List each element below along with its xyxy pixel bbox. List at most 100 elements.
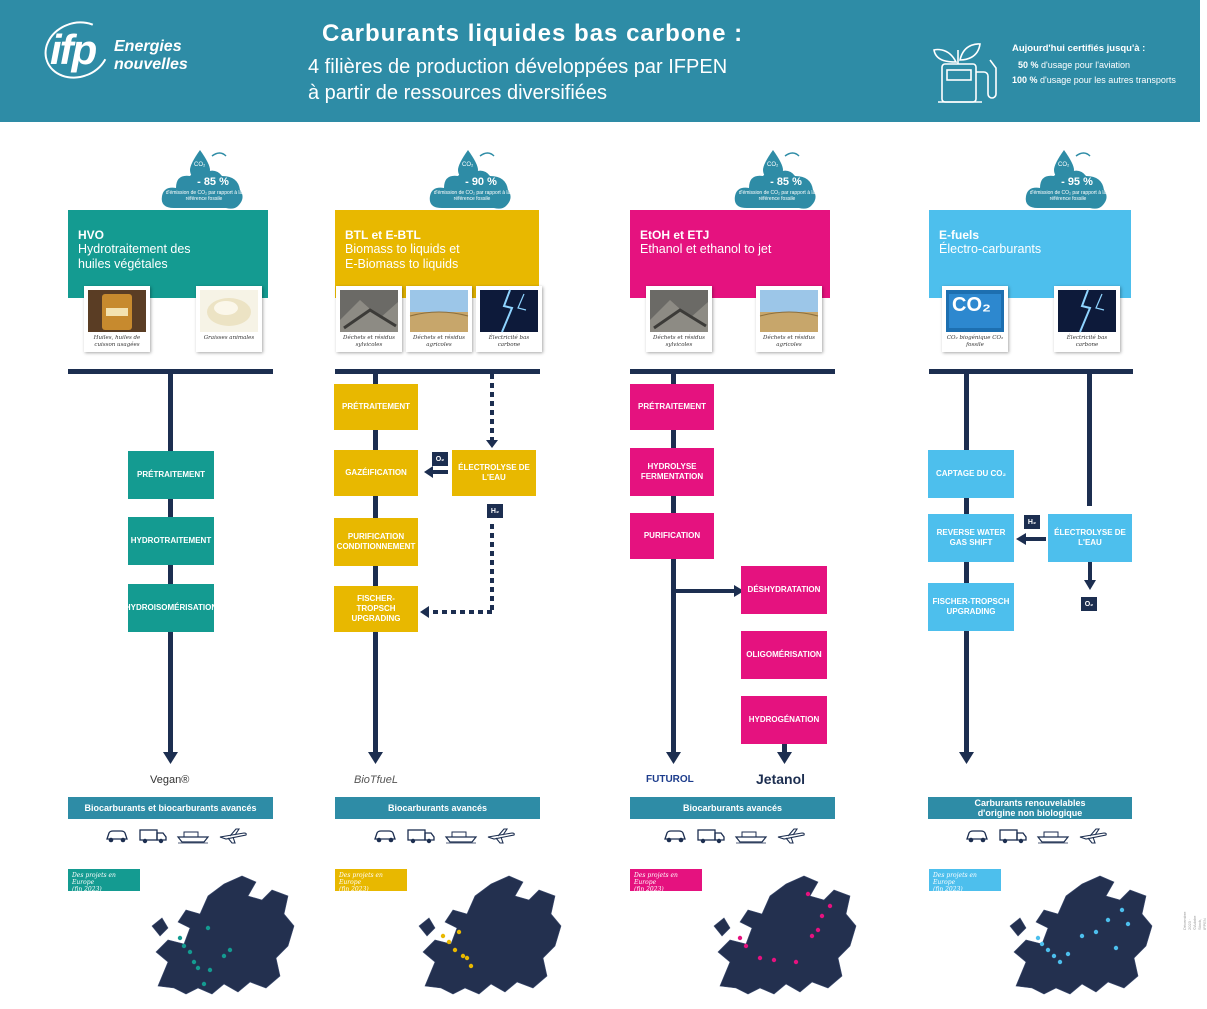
plane-icon <box>776 827 806 849</box>
step-co2-capture: CAPTAGE DU CO₂ <box>928 450 1014 498</box>
reduction-note: d'émission de CO₂ par rapport à la référ… <box>1029 190 1107 202</box>
step-pretreatment-hvo: PRÉTRAITEMENT <box>128 451 214 499</box>
co2-reduction-cloud-btl: CO₂ - 90 % d'émission de CO₂ par rapport… <box>428 146 514 214</box>
flow-line-jetanol <box>782 744 787 756</box>
truck-icon <box>406 828 436 849</box>
pathway-title: HVO <box>78 228 105 242</box>
project-dot <box>815 927 821 933</box>
step-pretreatment-etoh: PRÉTRAITEMENT <box>630 384 714 430</box>
product-logo-jetanol: Jetanol <box>756 771 806 787</box>
project-dot <box>201 981 207 987</box>
page-subtitle-line1: 4 filières de production développées par… <box>308 56 728 78</box>
car-icon <box>372 828 398 849</box>
certification-other: 100 % d'usage pour les autres transports <box>1012 75 1176 85</box>
arrow-down-icon <box>368 752 383 764</box>
plane-icon <box>1078 827 1108 849</box>
product-logo-vegan: Vegan® <box>150 774 190 786</box>
europe-projects-map <box>700 866 860 996</box>
resource-caption: Graisses animales <box>203 335 255 341</box>
resource-caption: Déchets et résidus sylvicoles <box>653 335 705 348</box>
logo-line1: Energies <box>114 38 182 55</box>
resource-photo-oils: Huiles, huiles de cuisson usagées <box>84 286 150 352</box>
pathway-subtitle1: Électro-carburants <box>939 242 1042 256</box>
resource-bar-efuels <box>929 369 1133 374</box>
ship-icon <box>176 828 210 849</box>
product-logo-futurol: FUTUROL <box>646 774 694 785</box>
flow-line-electrolysis <box>1087 372 1092 506</box>
co2-label: CO₂ <box>1058 162 1070 168</box>
transport-modes-row <box>964 827 1108 849</box>
credits-text: Décembre 2023 · ©Adobe Stock, IFPEN <box>1182 911 1207 930</box>
project-dot <box>207 967 213 973</box>
reduction-percent: - 85 % <box>197 176 229 188</box>
o2-badge: O₂ <box>1081 597 1097 611</box>
resource-caption: Électricité bas carbone <box>1066 335 1108 348</box>
project-dot <box>1039 941 1045 947</box>
reduction-note: d'émission de CO₂ par rapport à la référ… <box>738 190 816 202</box>
step-hydrolysis-fermentation: HYDROLYSE FERMENTATION <box>630 448 714 496</box>
project-dot <box>1035 935 1041 941</box>
transport-modes-row <box>104 827 248 849</box>
project-dot <box>221 953 227 959</box>
projects-tag-btl: Des projets en Europe(fin 2023) <box>335 869 407 893</box>
certification-aviation: 50 % d'usage pour l'aviation <box>1018 60 1131 70</box>
resource-caption: Huiles, huiles de cuisson usagées <box>93 335 141 348</box>
logo-line2: nouvelles <box>114 56 188 73</box>
pathway-subtitle1: Biomass to liquids et <box>345 242 460 256</box>
pathway-subtitle1: Ethanol et ethanol to jet <box>640 242 772 256</box>
resource-caption: CO₂ biogénique CO₂ fossile <box>946 335 1004 348</box>
h2-badge: H₂ <box>487 504 503 518</box>
co2-reduction-cloud-hvo: CO₂ - 85 % d'émission de CO₂ par rapport… <box>160 146 246 214</box>
reduction-note: d'émission de CO₂ par rapport à la référ… <box>433 190 511 202</box>
step-gasification: GAZÉIFICATION <box>334 450 418 496</box>
step-purification-etoh: PURIFICATION <box>630 513 714 559</box>
step-fischer-tropsch-efuels: FISCHER-TROPSCH UPGRADING <box>928 583 1014 631</box>
band-line2: d'origine non biologique <box>977 808 1083 818</box>
step-water-electrolysis-efuels: ÉLECTROLYSE DE L'EAU <box>1048 514 1132 562</box>
resource-photo-fats: Graisses animales <box>196 286 262 352</box>
project-dot <box>1057 959 1063 965</box>
resource-bar-btl <box>335 369 540 374</box>
project-dot <box>191 959 197 965</box>
pathway-title: E-fuels <box>939 228 980 242</box>
plane-icon <box>218 827 248 849</box>
project-dot <box>452 947 458 953</box>
co2-reduction-cloud-efuels: CO₂ - 95 % d'émission de CO₂ par rapport… <box>1024 146 1110 214</box>
resource-photo-forest-waste: Déchets et résidus sylvicoles <box>646 286 712 352</box>
co2-reduction-cloud-etoh: CO₂ - 85 % d'émission de CO₂ par rapport… <box>733 146 819 214</box>
fuel-pump-leaves-icon <box>933 43 997 103</box>
header-box-etoh: EtOH et ETJ Ethanol et ethanol to jet <box>630 210 830 298</box>
resource-photo-agri-waste: Déchets et résidus agricoles <box>406 286 472 352</box>
project-dot <box>464 955 470 961</box>
project-dot <box>805 891 811 897</box>
project-dot <box>819 913 825 919</box>
project-dot <box>205 925 211 931</box>
header-box-btl: BTL et E-BTL Biomass to liquids et E-Bio… <box>335 210 539 298</box>
arrow-right-icon <box>674 585 744 597</box>
band-line1: Carburants renouvelables <box>974 798 1086 808</box>
arrow-down-icon <box>163 752 178 764</box>
step-hydrotreatment: HYDROTRAITEMENT <box>128 517 214 565</box>
project-dot <box>757 955 763 961</box>
arrow-left-icon <box>1016 533 1046 545</box>
hydrogen-dashed-flow <box>420 374 498 618</box>
project-dot <box>1065 951 1071 957</box>
europe-projects-map <box>405 866 565 996</box>
pathway-subtitle1: Hydrotraitement des <box>78 242 191 256</box>
category-band-etoh: Biocarburants avancés <box>630 797 835 819</box>
pathway-subtitle2: huiles végétales <box>78 257 168 271</box>
project-dot <box>827 903 833 909</box>
project-dot <box>1119 907 1125 913</box>
resource-photo-agri-waste: Déchets et résidus agricoles <box>756 286 822 352</box>
plane-icon <box>486 827 516 849</box>
pathway-title: BTL et E-BTL <box>345 228 421 242</box>
resource-bar-etoh <box>630 369 835 374</box>
project-dot <box>1079 933 1085 939</box>
truck-icon <box>998 828 1028 849</box>
project-dot <box>793 959 799 965</box>
project-dot <box>743 943 749 949</box>
arrow-down-icon <box>1084 562 1096 590</box>
step-water-electrolysis-btl: ÉLECTROLYSE DE L'EAU <box>452 450 536 496</box>
co2-label: CO₂ <box>462 162 474 168</box>
